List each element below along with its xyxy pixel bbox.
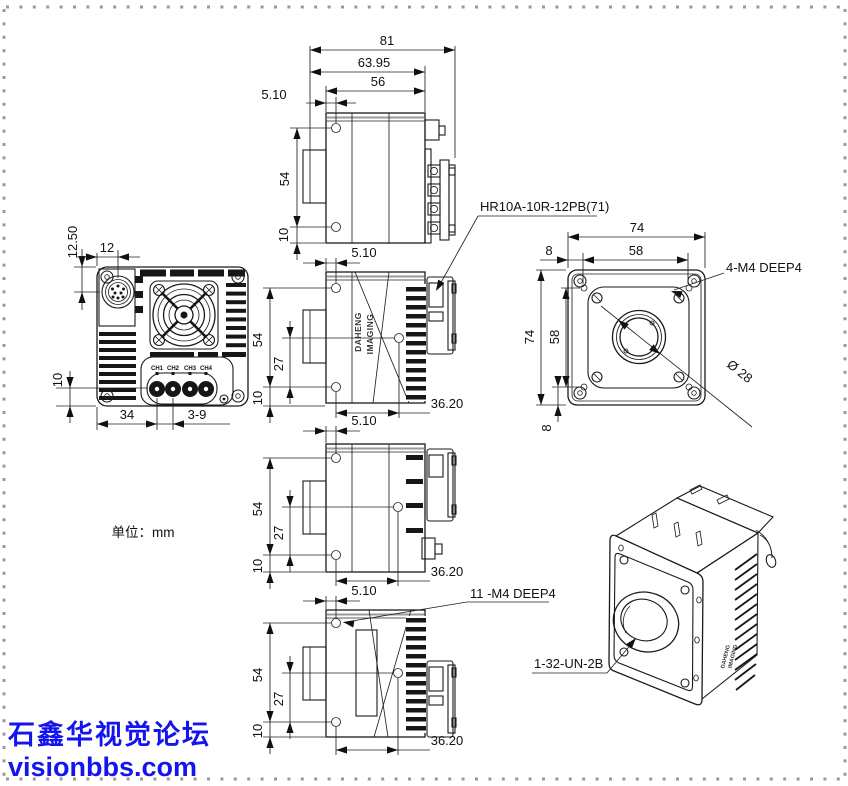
dotted-border	[2, 5, 847, 781]
lens-diameter-label: Ø 28	[724, 357, 755, 386]
hirose-connector	[426, 276, 457, 355]
iso-front-screws	[619, 555, 690, 688]
power-connector-12pin	[101, 275, 135, 309]
iso-lens	[612, 591, 680, 653]
dim-10: 10	[250, 391, 265, 405]
rear-view-dimensions: 12.50 12 10 34 3-9	[50, 226, 230, 430]
dim-36-20: 36.20	[431, 733, 464, 748]
watermark-forum-name: 石鑫华视觉论坛	[8, 720, 211, 750]
channel-connector-panel: CH1 CH2 CH3 CH4	[140, 356, 234, 406]
cooling-fan	[149, 280, 219, 350]
brand-logo-iso: DAHENG IMAGING	[720, 644, 739, 669]
isometric-view: DAHENG IMAGING 1-32-UN-2B	[532, 484, 777, 706]
dim-8: 8	[539, 424, 554, 431]
dim-54: 54	[277, 172, 292, 186]
top-view-dimensions: 81 63.95 56 5.10 54 10	[261, 33, 456, 260]
brand-logo-line2: IMAGING	[365, 314, 375, 355]
dim-54: 54	[250, 333, 265, 347]
svg-text:IMAGING: IMAGING	[727, 644, 739, 669]
side-c-dimensions: 5.10 54 27 10 36.20	[250, 245, 463, 423]
bottom-side-view: 5.10 54 27 10 36.20 11 -M4 DEEP4	[250, 583, 556, 755]
side-notches	[135, 276, 143, 313]
vent-slots	[406, 455, 423, 533]
side-d-dimensions: 5.10 54 27 10 36.20	[250, 413, 463, 589]
dim-54: 54	[250, 502, 265, 516]
watermark-site-url: visionbbs.com	[8, 752, 198, 782]
dim-10: 10	[276, 228, 291, 242]
hirose-callout: HR10A-10R-12PB(71)	[432, 199, 609, 293]
faceplate-screws	[591, 292, 685, 383]
hirose-connector	[426, 448, 457, 522]
side-screws-callout: 11 -M4 DEEP4	[342, 586, 556, 628]
channel-label: CH1	[151, 366, 164, 372]
dim-12: 12	[100, 240, 114, 255]
lens-thread-callout: 1-32-UN-2B	[532, 635, 639, 674]
dim-27: 27	[271, 357, 286, 371]
corner-screws	[100, 270, 245, 403]
brand-logo-line1: DAHENG	[353, 312, 363, 352]
dim-54: 54	[250, 668, 265, 682]
front-screws-callout: 4-M4 DEEP4	[669, 260, 802, 298]
top-side-view: 81 63.95 56 5.10 54 10	[261, 33, 456, 260]
vent-fins	[99, 269, 246, 400]
dim-10: 10	[250, 559, 265, 573]
sma-connector	[421, 537, 443, 560]
bottom-view-dimensions: 5.10 54 27 10 36.20	[250, 583, 463, 755]
dim-5-10: 5.10	[351, 245, 376, 260]
lens-diameter-callout: Ø 28	[600, 305, 756, 428]
hirose-callout-label: HR10A-10R-12PB(71)	[480, 199, 609, 214]
side-view-logo: DAHENG IMAGING 5.10	[250, 199, 609, 423]
fan-screws	[152, 283, 216, 347]
units-note: 单位：mm	[112, 525, 175, 540]
dim-27: 27	[271, 692, 286, 706]
dim-3-9: 3-9	[188, 407, 207, 422]
dim-8: 8	[545, 243, 552, 258]
lens-mount-side	[302, 149, 327, 204]
dim-56: 56	[371, 74, 385, 89]
heatsink-fins	[406, 618, 426, 731]
rear-view: CH1 CH2 CH3 CH4 12.50 12	[50, 226, 249, 430]
channel-label: CH3	[184, 366, 197, 372]
dim-34: 34	[120, 407, 134, 422]
side-screws-label: 11 -M4 DEEP4	[470, 586, 556, 601]
face-view-dimensions: 74 8 58 74 58 8	[522, 220, 706, 432]
front-face-view: 74 8 58 74 58 8 4-M4 DEEP4	[522, 220, 802, 432]
dim-5-10: 5.10	[261, 87, 286, 102]
dim-74: 74	[522, 330, 537, 344]
dim-5-10: 5.10	[351, 413, 376, 428]
lens-thread-label: 1-32-UN-2B	[534, 656, 603, 671]
heatsink-fins-iso	[734, 553, 758, 691]
lens-mount-side	[302, 480, 327, 535]
dim-10: 10	[50, 373, 65, 387]
lens-mount-side	[302, 646, 327, 701]
dim-36-20: 36.20	[431, 396, 464, 411]
heatsink-fins	[406, 287, 426, 400]
lens-mount	[611, 309, 667, 365]
dim-27: 27	[271, 526, 286, 540]
dim-63-95: 63.95	[358, 55, 391, 70]
dim-81: 81	[380, 33, 394, 48]
dim-58: 58	[547, 330, 562, 344]
dim-12-50: 12.50	[65, 226, 80, 259]
side-view-plain: 5.10 54 27 10 36.20	[250, 413, 463, 589]
channel-label: CH2	[167, 366, 180, 372]
lens-mount-side	[302, 309, 327, 364]
svg-text:DAHENG: DAHENG	[720, 644, 732, 669]
rear-connectors-top	[424, 119, 456, 244]
dim-58: 58	[629, 243, 643, 258]
hirose-connector	[426, 660, 457, 738]
dim-5-10: 5.10	[351, 583, 376, 598]
front-screws-label: 4-M4 DEEP4	[726, 260, 802, 275]
dim-74: 74	[630, 220, 644, 235]
dim-10: 10	[250, 724, 265, 738]
dim-36-20: 36.20	[431, 564, 464, 579]
channel-label: CH4	[200, 366, 213, 372]
